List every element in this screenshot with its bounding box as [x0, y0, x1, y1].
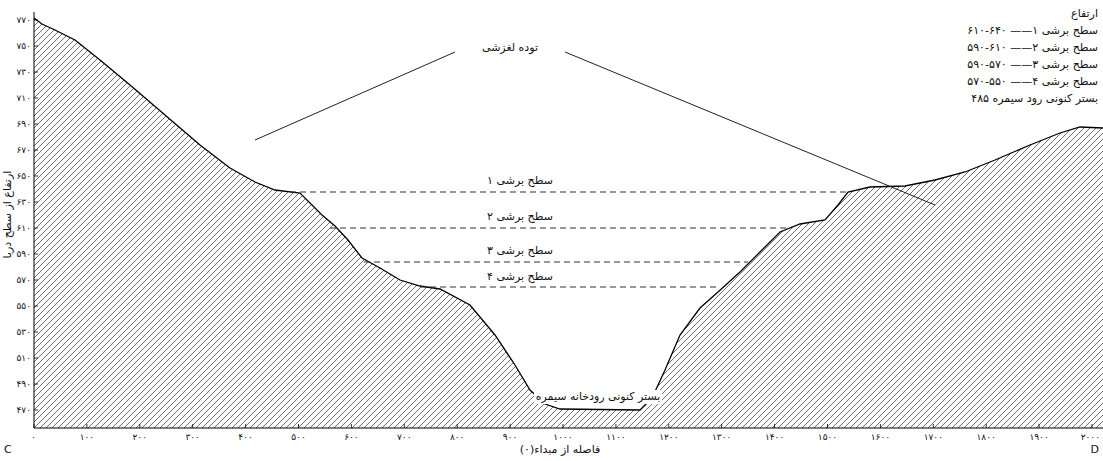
shear-surface-lines — [290, 192, 850, 287]
y-tick-label: ۵۹۰ — [16, 249, 31, 260]
y-axis-title: ارتفاع از سطح دریا — [1, 171, 14, 259]
y-tick-label: ۴۹۰ — [16, 379, 31, 390]
riverbed-label: بستر کنونی رودخانه سیمره — [534, 390, 663, 403]
x-tick-label: ۱۹۰۰ — [1029, 432, 1048, 443]
x-tick-label: ۰ — [31, 432, 36, 443]
y-tick-label: ۶۹۰ — [16, 119, 31, 130]
y-tick-label: ۶۳۰ — [16, 197, 31, 208]
x-tick-label: ۱۴۰۰ — [765, 432, 784, 443]
x-tick-label: ۱۳۰۰ — [712, 432, 731, 443]
y-tick-label: ۴۷۰ — [16, 405, 31, 416]
shear-surface-label: سطح برشی ۱ — [487, 174, 553, 187]
x-tick-label: ۱۵۰۰ — [818, 432, 837, 443]
axis-ticks — [34, 20, 1092, 428]
legend-line: بستر کنونی رود سیمره ۴۸۵ — [971, 92, 1098, 105]
x-tick-label: ۲۰۰۰ — [1081, 432, 1100, 443]
shear-surface-label: سطح برشی ۲ — [487, 210, 553, 223]
x-tick-label: ۳۰۰ — [185, 432, 200, 443]
x-tick-label: ۲۰۰ — [133, 432, 148, 443]
x-tick-label: ۱۲۰۰ — [659, 432, 678, 443]
y-tick-label: ۶۷۰ — [16, 145, 31, 156]
x-tick-label: ۱۰۰۰ — [553, 432, 572, 443]
y-tick-label: ۷۳۰ — [16, 67, 31, 78]
terrain-profile-line — [34, 18, 1103, 410]
y-axis — [34, 12, 35, 428]
section-end-label: C — [4, 443, 12, 456]
x-tick-label: ۵۰۰ — [291, 432, 306, 443]
y-tick-label: ۵۵۰ — [16, 301, 31, 312]
landslide-label: توده لغزشی — [482, 41, 538, 54]
y-tick-label: ۶۵۰ — [16, 171, 31, 182]
x-tick-label: ۱۱۰۰ — [606, 432, 625, 443]
x-tick-label: ۷۰۰ — [397, 432, 412, 443]
x-tick-label: ۹۰۰ — [503, 432, 518, 443]
terrain-hatch — [34, 18, 1103, 428]
y-tick-label: ۷۵۰ — [16, 41, 31, 52]
x-tick-label: ۱۰۰ — [80, 432, 95, 443]
x-tick-label: ۱۶۰۰ — [871, 432, 890, 443]
x-tick-label: ۸۰۰ — [450, 432, 465, 443]
y-tick-label: ۵۷۰ — [16, 275, 31, 286]
x-tick-label: ۱۸۰۰ — [977, 432, 996, 443]
x-tick-label: ۴۰۰ — [238, 432, 253, 443]
shear-surface-label: سطح برشی ۳ — [487, 244, 553, 257]
y-tick-label: ۷۱۰ — [16, 93, 31, 104]
legend-line: سطح برشی ۱—— ۶۴۰-۶۱۰ — [967, 24, 1098, 37]
shear-surface-label: سطح برشی ۴ — [487, 270, 553, 283]
legend-heading: ارتفاع — [1071, 7, 1098, 20]
x-axis-title: فاصله از مبداء(۰) — [520, 443, 601, 456]
legend-line: سطح برشی ۳—— ۵۷۰-۵۹۰ — [967, 58, 1098, 71]
section-end-label: D — [1091, 443, 1099, 456]
y-tick-label: ۵۳۰ — [16, 327, 31, 338]
y-tick-label: ۶۱۰ — [16, 223, 31, 234]
y-tick-label: ۵۱۰ — [16, 353, 31, 364]
landslide-mass-lines — [255, 52, 935, 205]
x-axis — [34, 428, 1103, 429]
legend-line: سطح برشی ۴—— ۵۵۰-۵۷۰ — [967, 75, 1098, 88]
y-tick-label: ۷۷۰ — [16, 15, 31, 26]
x-tick-label: ۱۷۰۰ — [924, 432, 943, 443]
legend-line: سطح برشی ۲—— ۶۱۰-۵۹۰ — [967, 41, 1098, 54]
x-tick-label: ۶۰۰ — [344, 432, 359, 443]
